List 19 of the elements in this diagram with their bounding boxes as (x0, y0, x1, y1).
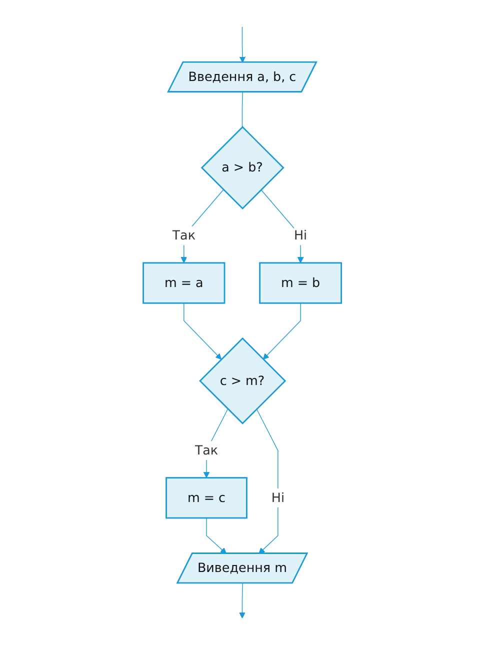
arrow (204, 408, 228, 478)
edge-label: Так (172, 228, 196, 244)
arrow (263, 302, 302, 360)
node-diamond: c > m? (199, 337, 286, 424)
arrow (260, 189, 304, 264)
edge-label: Ні (272, 490, 285, 506)
node-box: m = b (259, 262, 342, 304)
node-diamond: a > b? (201, 126, 285, 210)
edge-label: Ні (294, 228, 308, 244)
connector (242, 92, 244, 128)
arrow (256, 408, 278, 554)
arrow (181, 189, 224, 264)
edge-label: Так (195, 443, 218, 458)
arrow (239, 582, 246, 618)
arrow (184, 302, 222, 360)
node-box: m = a (142, 262, 226, 304)
node-box: m = c (166, 477, 248, 519)
arrow (240, 26, 246, 63)
arrow (206, 518, 227, 554)
